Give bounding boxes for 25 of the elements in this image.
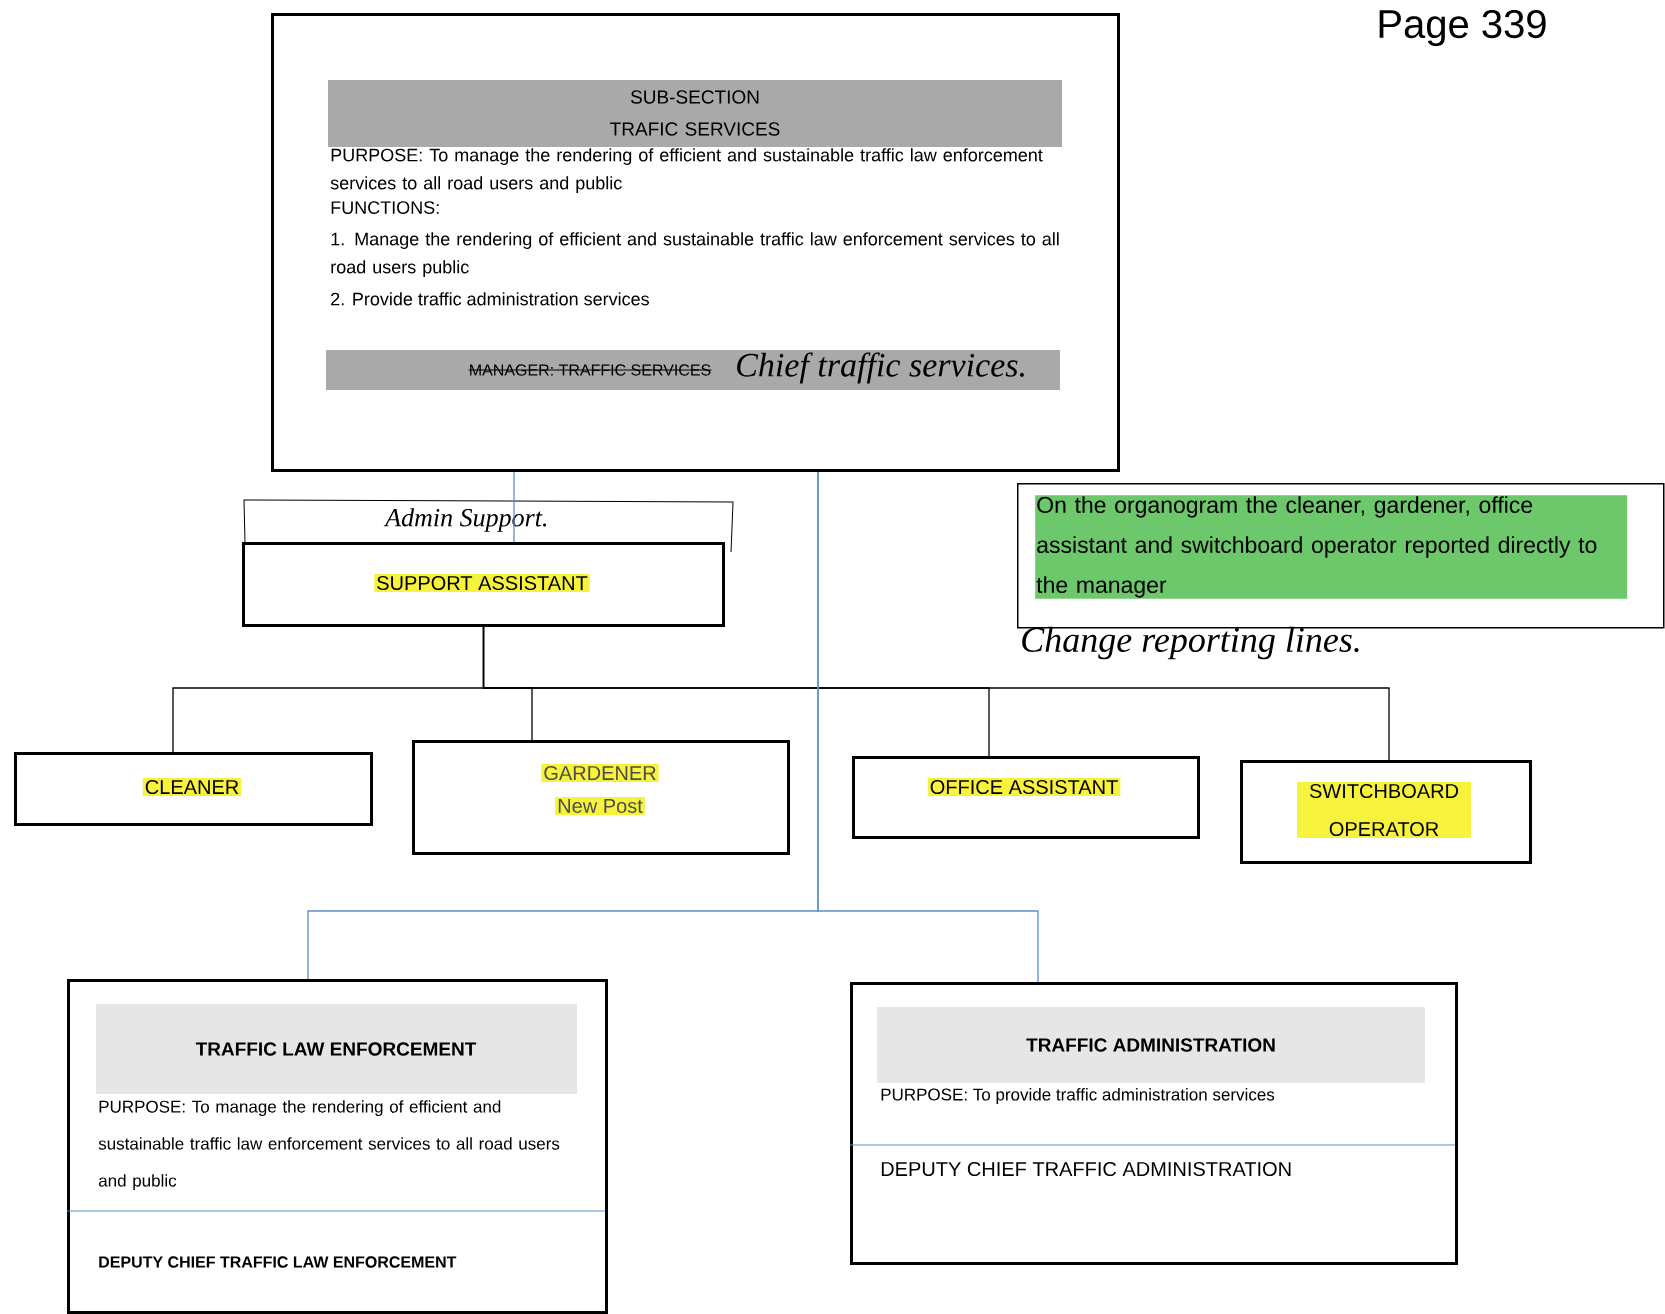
purpose-text: PURPOSE: To manage the rendering of efficient and sustainable traffic law enforcement services to all road users and public — [330, 148, 1043, 193]
section-heading: TRAFFIC ADMINISTRATION — [877, 1007, 1425, 1083]
job-title: CLEANER — [142, 777, 242, 797]
purpose-text: PURPOSE: To provide traffic administration services — [881, 1088, 1275, 1104]
job-note: New Post — [555, 797, 645, 815]
handwritten-note: Change reporting lines. — [1022, 626, 1359, 660]
handwritten-note: Chief traffic services. — [737, 352, 1024, 384]
job-title: SUPPORT ASSISTANT — [374, 573, 590, 593]
job-title: OFFICE ASSISTANT — [927, 777, 1121, 797]
handwritten-note: Admin Support. — [243, 499, 734, 553]
job-title: GARDENER — [541, 763, 659, 783]
section-heading: SUB-SECTION TRAFIC SERVICES — [328, 80, 1062, 147]
connector-line — [482, 626, 1390, 761]
purpose-text: PURPOSE: To manage the rendering of efficient and sustainable traffic law enforcement services to all road users and public — [98, 1100, 560, 1191]
section-heading: TRAFFIC LAW ENFORCEMENT — [96, 1004, 577, 1094]
function-item: 1. Manage the rendering of efficient and sustainable traffic law enforcement services to all road users public — [331, 232, 1059, 277]
job-title: SWITCHBOARD OPERATOR — [1297, 781, 1471, 839]
page-number: Page 339 — [1379, 9, 1546, 47]
deputy-title: DEPUTY CHIEF TRAFFIC LAW ENFORCEMENT — [99, 1256, 457, 1268]
functions-heading: FUNCTIONS: — [331, 201, 439, 214]
connector-line — [817, 471, 1039, 983]
deputy-title: DEPUTY CHIEF TRAFFIC ADMINISTRATION — [881, 1161, 1291, 1177]
highlighted-note: On the organogram the cleaner, gardener, office assistant and switchboard operator reported directly to the manager — [1035, 495, 1628, 599]
connector-line — [513, 471, 515, 543]
function-item: 2. Provide traffic administration services — [331, 292, 649, 306]
